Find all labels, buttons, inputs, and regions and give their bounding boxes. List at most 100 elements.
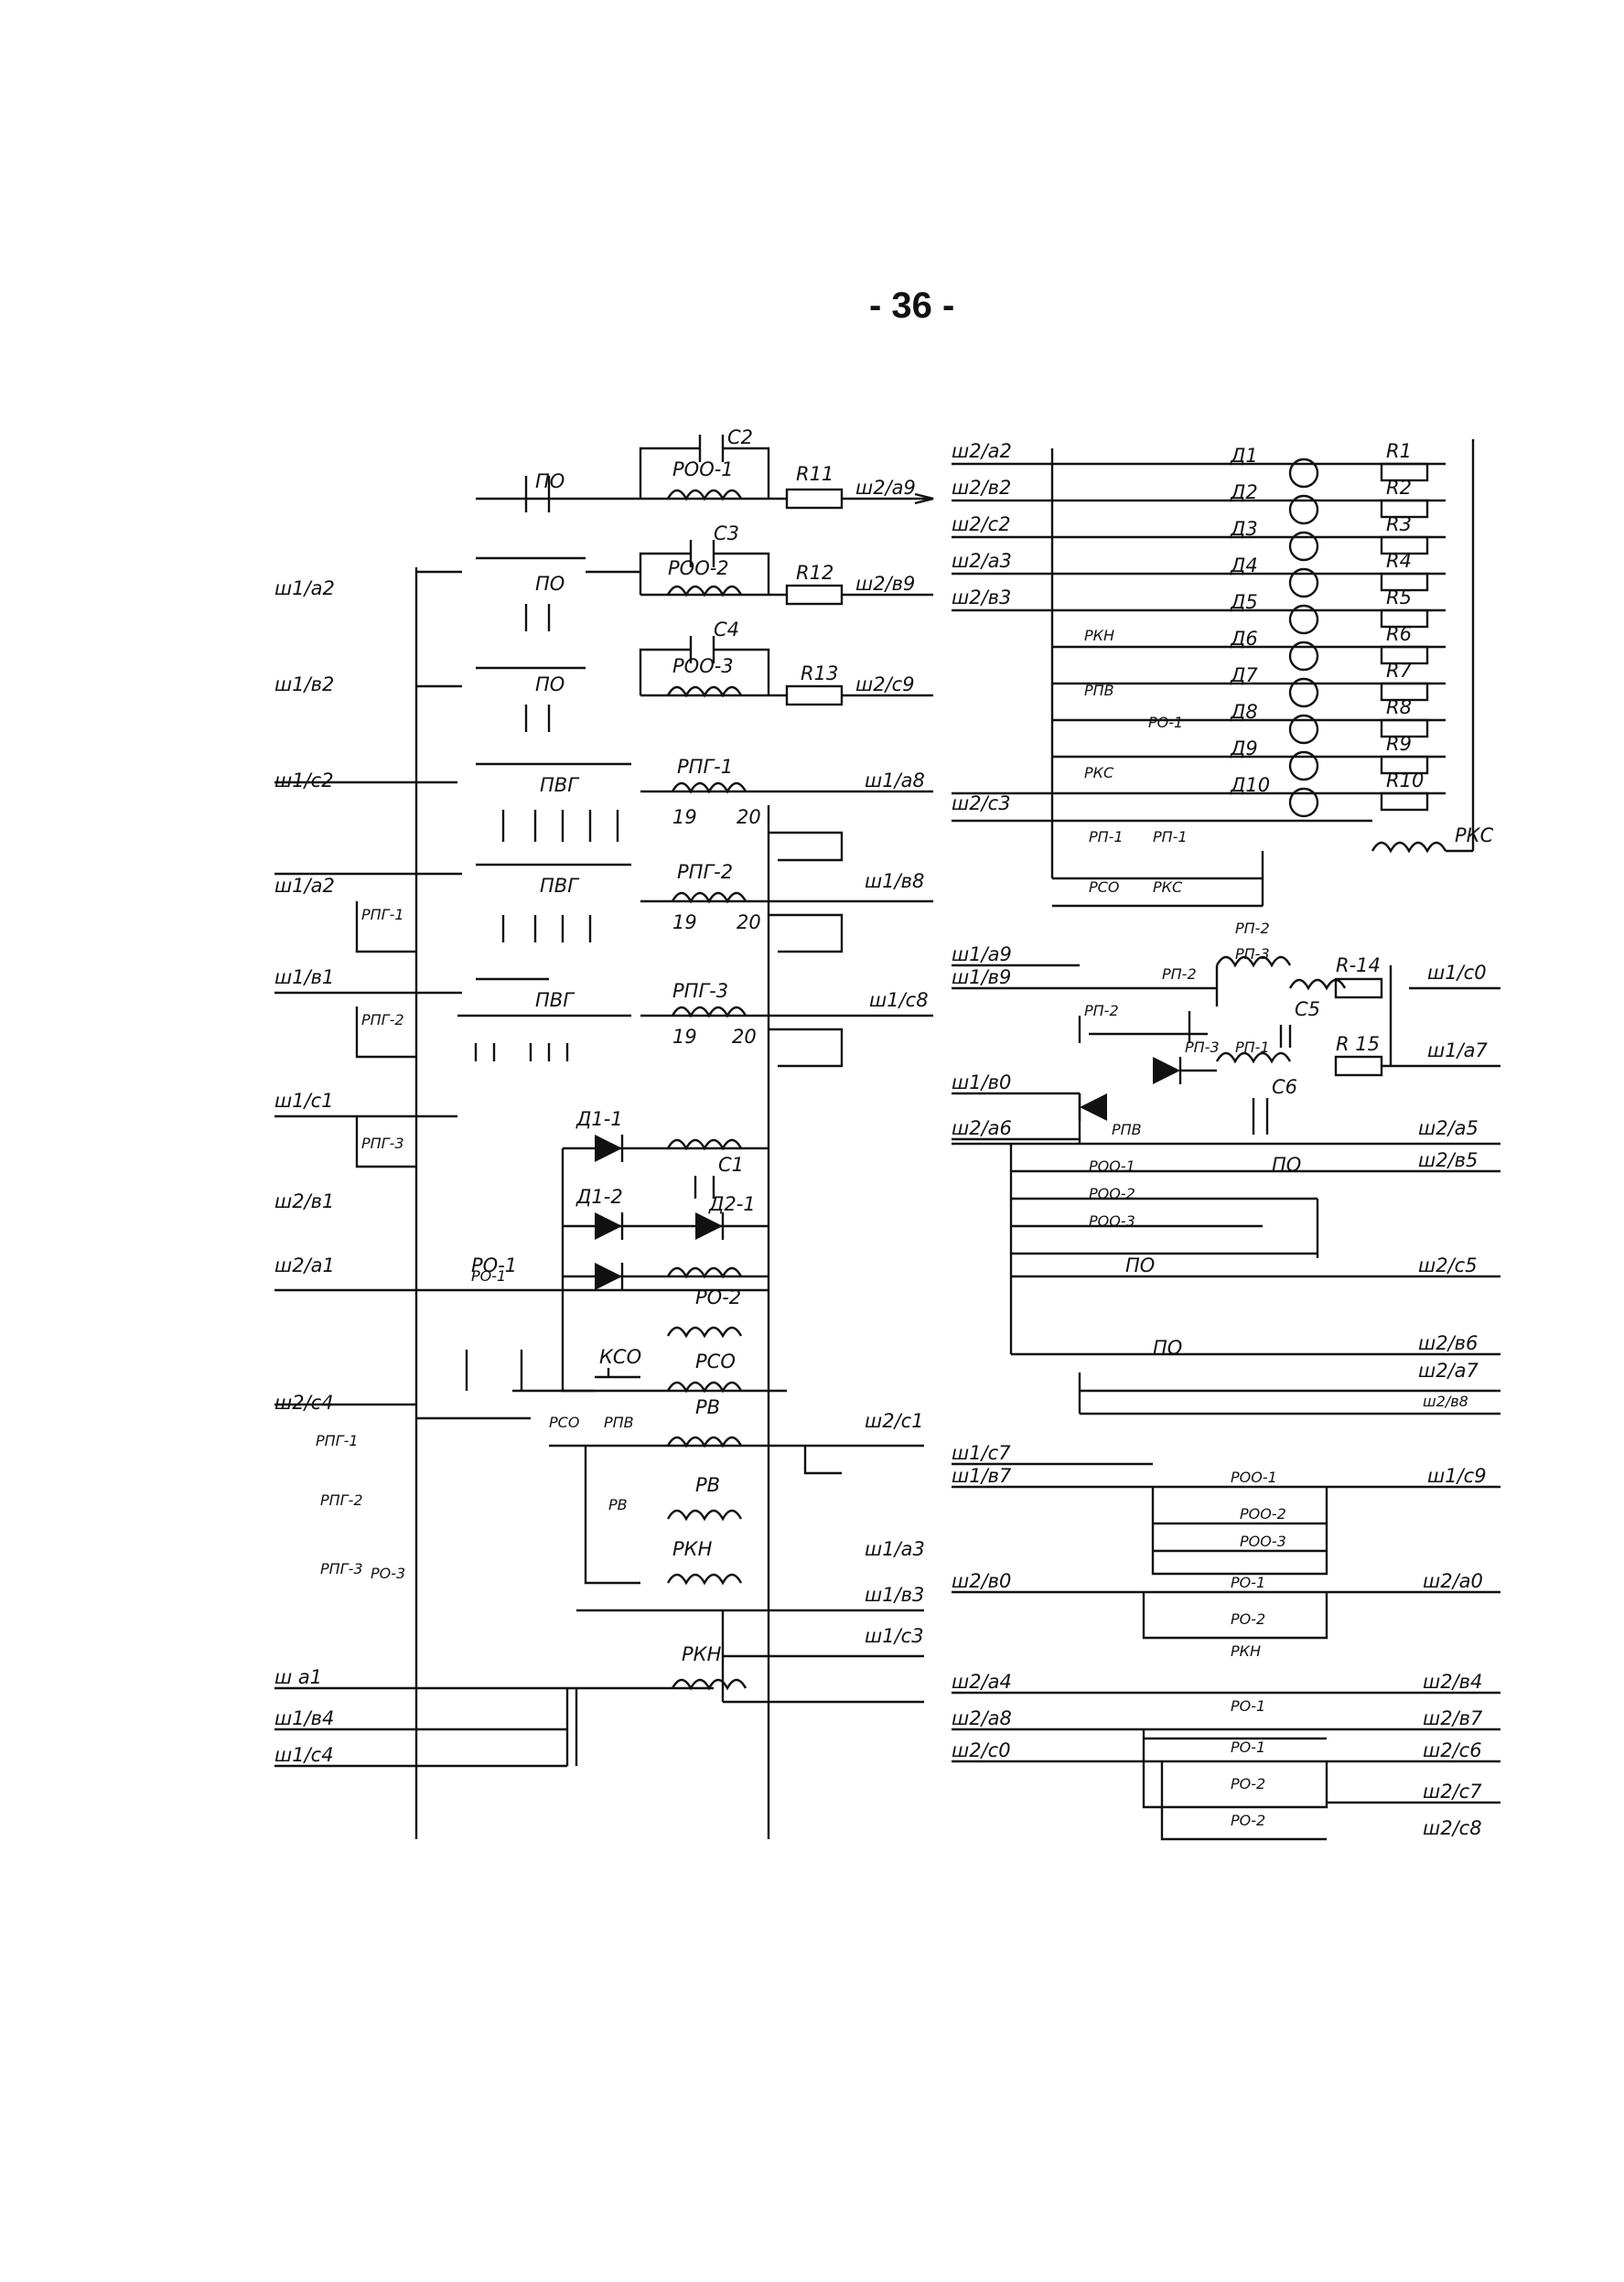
label-output: ш2/а9 [855, 477, 916, 499]
label-resistor: R-14 [1336, 954, 1381, 976]
label-relay: РО-1 [471, 1254, 517, 1276]
row-rpg-2 [274, 863, 933, 953]
bottom-right [952, 1462, 1500, 1841]
label-coil: РКС [1455, 824, 1494, 846]
label-output: ш1/с8 [869, 989, 929, 1011]
label-input: ш2/а3 [952, 550, 1012, 572]
label-input: ш1/с1 [274, 1090, 334, 1112]
label-relay: РПГ-2 [677, 861, 733, 883]
label-output: ш2/а5 [1418, 1117, 1479, 1139]
label-led: Д10 [1230, 774, 1270, 796]
label-input: ш а1 [274, 1666, 322, 1688]
label-output: ш1/а8 [865, 770, 925, 791]
label-input: ш1/с4 [274, 1744, 334, 1766]
label-input: ш2/в2 [952, 477, 1011, 499]
mid-right [952, 955, 1500, 1415]
label-input: ш2/а2 [952, 440, 1012, 462]
label-side: РПГ-2 [320, 1491, 363, 1509]
label-pin: 20 [732, 1026, 757, 1048]
label-contact: ПО [535, 573, 565, 595]
label-input: ш1/а2 [274, 875, 335, 897]
label-relay: РП-2 [1162, 965, 1197, 983]
row-rpg-1 [274, 762, 933, 862]
label-resistor: R 15 [1336, 1033, 1380, 1055]
label-input: ш1/в9 [952, 966, 1011, 988]
label-contact: РКН [1084, 627, 1114, 644]
label-led: Д4 [1230, 554, 1258, 576]
label-relay: РВ [695, 1396, 720, 1418]
page-number: - 36 - [869, 285, 955, 326]
label-output: ш2/с5 [1418, 1254, 1478, 1276]
label-output: ш2/с9 [855, 673, 915, 695]
label-led: Д5 [1230, 591, 1258, 613]
label-input: ш1/в7 [952, 1465, 1012, 1487]
label-led: Д7 [1230, 664, 1258, 686]
label-side: РО-3 [371, 1565, 405, 1582]
label-relay: РВ [695, 1474, 720, 1496]
label-contact: ПО [535, 470, 565, 492]
label-output: ш1/в8 [865, 870, 924, 892]
label-relay: РП-2 [1084, 1002, 1119, 1019]
row-roo-2 [416, 540, 933, 631]
label-contact: ПВГ [540, 875, 580, 897]
label-capacitor: С3 [714, 522, 739, 544]
label-side: РВ [608, 1496, 628, 1513]
label-contact: РПВ [1084, 682, 1114, 699]
label-relay: РКН [682, 1643, 722, 1665]
label-input: ш2/а8 [952, 1707, 1012, 1729]
label-led: Д6 [1230, 628, 1258, 650]
label-input: ш2/с4 [274, 1392, 334, 1414]
label-side: РПГ-3 [320, 1560, 363, 1577]
label-input: ш1/в0 [952, 1071, 1011, 1093]
label-contact: ПО [1125, 1254, 1155, 1276]
label-relay: РПГ-3 [672, 980, 728, 1002]
label-pin: 20 [737, 911, 761, 933]
label-resistor: R6 [1386, 623, 1412, 645]
label-input: ш2/в1 [274, 1190, 334, 1212]
label-relay: РП-3 [1185, 1039, 1220, 1056]
label-pin: 20 [737, 806, 761, 828]
label-contact: РП-1 [1089, 828, 1124, 845]
label-kso: КСО [599, 1346, 641, 1368]
label-output: ш2/с8 [1423, 1817, 1482, 1839]
row-roo-3 [416, 636, 933, 732]
label-resistor: R12 [796, 562, 834, 584]
label-output: ш2/в9 [855, 573, 915, 595]
label-side: РПВ [604, 1414, 634, 1431]
label-capacitor: С6 [1272, 1076, 1297, 1098]
label-led: Д8 [1230, 701, 1258, 723]
label-relay: РПВ [1112, 1121, 1142, 1138]
label-relay: РО-1 [1231, 1697, 1265, 1715]
label-resistor: R1 [1386, 440, 1412, 462]
label-resistor: R8 [1386, 696, 1412, 718]
label-input: ш1/с7 [952, 1442, 1011, 1464]
label-input: ш2/с3 [952, 792, 1011, 814]
label-capacitor: С2 [727, 426, 753, 448]
label-resistor: R11 [796, 463, 834, 485]
label-output: ш2/а0 [1423, 1570, 1483, 1592]
label-resistor: R9 [1386, 733, 1412, 755]
label-output: ш2/с7 [1423, 1781, 1482, 1803]
label-diode: Д1-2 [575, 1186, 623, 1208]
label-output: ш1/а7 [1427, 1039, 1489, 1061]
label-capacitor: С4 [714, 619, 739, 640]
label-capacitor: С1 [718, 1154, 744, 1176]
label-led: Д1 [1230, 445, 1258, 467]
label-side: РО-1 [471, 1267, 506, 1285]
row-roo-1 [476, 435, 934, 512]
label-output: ш1/с0 [1427, 962, 1487, 984]
diode-block [274, 1135, 924, 1586]
label-input: ш1/с2 [274, 770, 334, 791]
label-output: ш2/в5 [1418, 1149, 1478, 1171]
label-relay: РО-2 [1231, 1610, 1265, 1628]
label-contact: ПВГ [540, 774, 580, 796]
label-led: Д9 [1230, 737, 1258, 759]
label-resistor: R4 [1386, 550, 1412, 572]
label-output: ш1/с3 [865, 1625, 924, 1647]
label-pin: 19 [672, 806, 697, 828]
label-input: ш2/в3 [952, 587, 1011, 608]
label-relay: РОО-1 [672, 458, 734, 480]
label-relay: РО-1 [1231, 1738, 1265, 1756]
label-side: РПГ-1 [316, 1432, 359, 1449]
label-diode: Д1-1 [575, 1108, 623, 1130]
